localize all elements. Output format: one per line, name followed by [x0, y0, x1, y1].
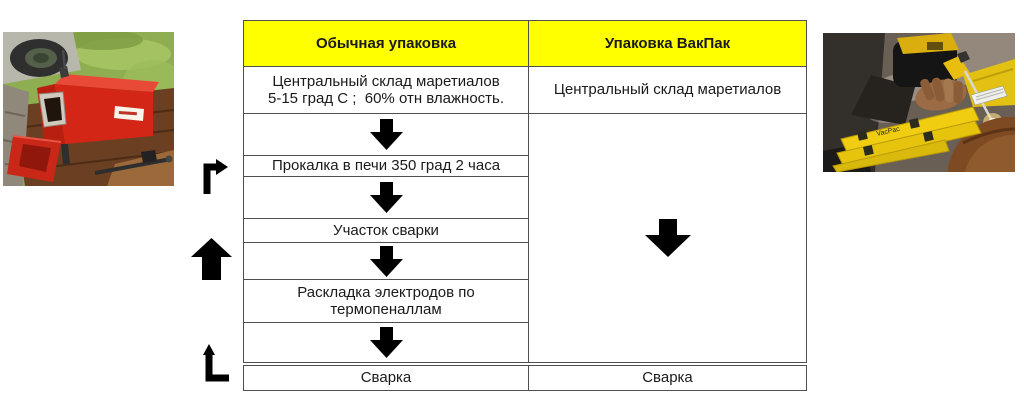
oven-body: [55, 84, 153, 144]
loop-corner-up-right-icon: [203, 159, 228, 194]
electrode-oven-photo: [3, 32, 174, 186]
welder-shoulder: [851, 75, 915, 125]
step-welding-vacpac: Сварка: [528, 361, 807, 391]
electrode-holder: [943, 56, 970, 80]
vacpac-welding-photo: VacPac: [823, 33, 1015, 172]
flow-step-regular-2: [243, 176, 529, 219]
flow-step-regular-1: [243, 113, 529, 156]
down-arrow-icon: [369, 245, 403, 277]
down-arrow-icon: [369, 182, 403, 213]
clamp-rod: [94, 157, 172, 175]
oven-top: [55, 74, 159, 92]
esab-logo-mark: [857, 129, 868, 141]
loop-corner-bottom-icon: [203, 344, 229, 382]
light-wood-plank: [107, 150, 174, 186]
step-oven-baking: Прокалка в печи 350 град 2 часа: [243, 155, 529, 177]
vacpac-box: [832, 139, 950, 172]
column-header-vacpac-packaging: Упаковка ВакПак: [528, 20, 807, 67]
warehouse-line-2: 5-15 град С ; 60% отн влажность.: [267, 90, 505, 107]
warehouse-line-1: Центральный склад маретиалов: [272, 72, 500, 90]
packaging-comparison-table: Обычная упаковка Упаковка ВакПак Централ…: [243, 20, 807, 391]
esab-logo-mark: [909, 117, 920, 129]
layout-line-1: Раскладка электродов по: [297, 283, 475, 301]
flow-step-regular-3: [243, 242, 529, 280]
flow-step-regular-4: [243, 322, 529, 364]
oven-latch: [59, 66, 69, 78]
esab-logo-mark: [863, 144, 874, 156]
layout-line-2: термопеналлам: [330, 301, 442, 318]
step-central-warehouse-regular: Центральный склад маретиалов 5-15 град С…: [243, 66, 529, 114]
flow-step-vacpac: [528, 113, 807, 364]
vacpac-box: [840, 106, 980, 153]
esab-logo-mark: [923, 130, 934, 142]
big-down-arrow-icon: [644, 218, 691, 257]
oven-opening: [44, 97, 62, 122]
step-welding-regular: Сварка: [243, 361, 529, 391]
down-arrow-icon: [369, 119, 403, 150]
step-welding-area: Участок сварки: [243, 218, 529, 243]
step-central-warehouse-vacpac: Центральный склад маретиалов: [528, 66, 807, 114]
step-electrode-layout: Раскладка электродов по термопеналлам: [243, 279, 529, 323]
column-header-regular-packaging: Обычная упаковка: [243, 20, 529, 67]
down-arrow-icon: [369, 326, 403, 358]
up-arrow-icon: [191, 238, 232, 280]
